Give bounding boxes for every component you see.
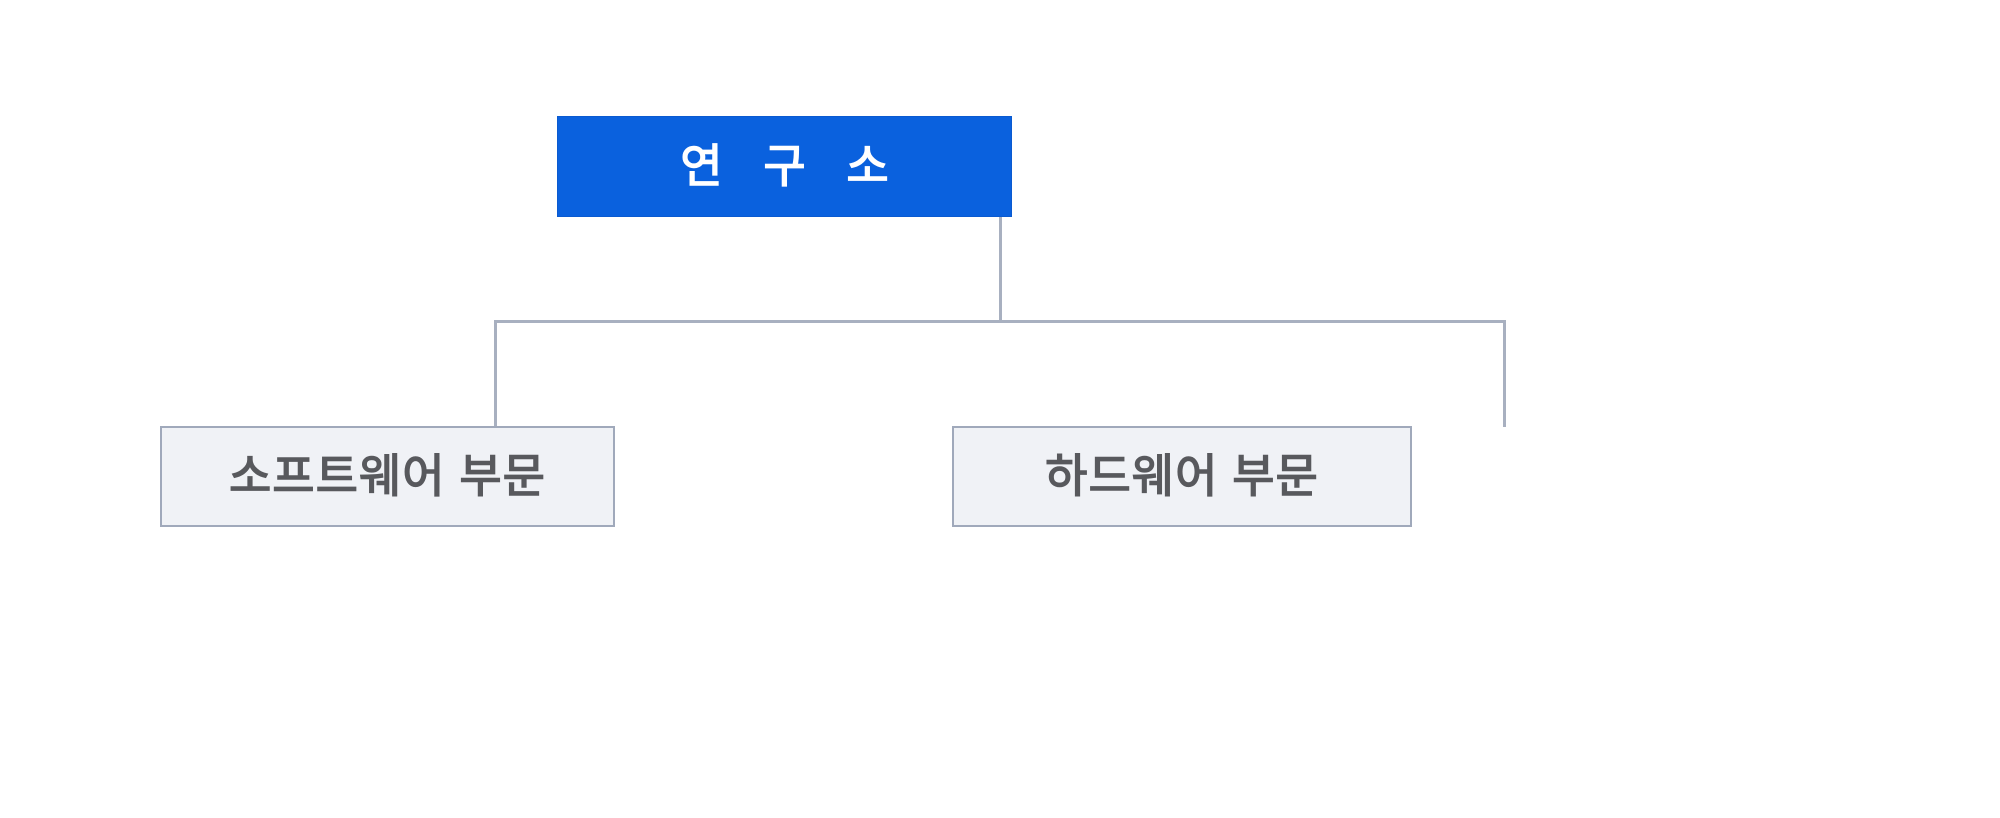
org-node-root-label: 연 구 소 xyxy=(680,139,903,192)
connector-drop-left-child xyxy=(494,320,497,427)
org-node-hardware-division[interactable]: 하드웨어 부문 xyxy=(952,426,1412,527)
connector-horizontal-bus xyxy=(494,320,1506,323)
connector-drop-right-child xyxy=(1503,320,1506,427)
org-node-software-division-label: 소프트웨어 부문 xyxy=(228,449,547,502)
org-node-software-division[interactable]: 소프트웨어 부문 xyxy=(160,426,615,527)
connector-root-stem xyxy=(998,217,1002,323)
org-node-hardware-division-label: 하드웨어 부문 xyxy=(1045,449,1319,502)
org-node-root[interactable]: 연 구 소 xyxy=(557,116,1012,217)
